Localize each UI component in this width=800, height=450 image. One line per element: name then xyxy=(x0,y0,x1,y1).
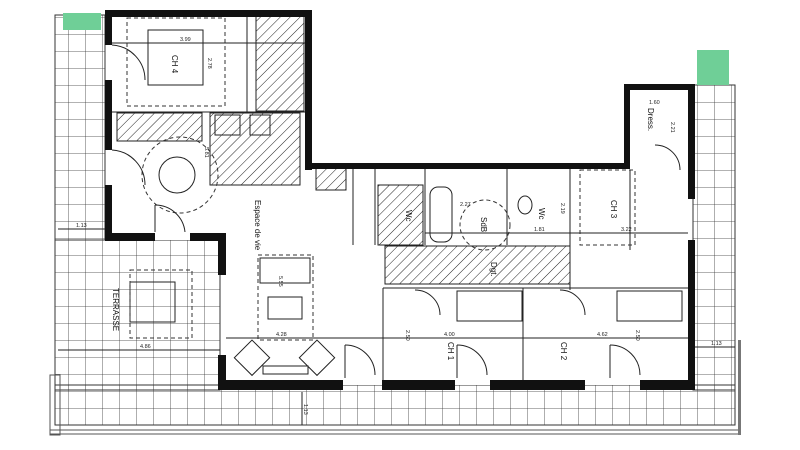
furniture xyxy=(126,17,683,377)
dim-terrace-right: 1.13 xyxy=(711,341,722,347)
dim-ch4-width: 3.99 xyxy=(180,37,191,43)
hatched-areas xyxy=(116,15,571,285)
label-espace-de-vie: Espace de vie xyxy=(253,200,262,251)
doors xyxy=(111,44,681,378)
dim-wc-depth: 2.19 xyxy=(559,203,565,214)
dim-dress-width: 1.60 xyxy=(649,100,660,106)
dim-ch2-depth: 2.50 xyxy=(634,330,640,341)
label-ch3: CH 3 xyxy=(609,200,618,219)
label-dress: Dress. xyxy=(646,108,655,131)
dim-terrace-left: 1.13 xyxy=(76,223,87,229)
dim-kitchen: 5.81 xyxy=(203,147,209,158)
dim-ch3-width: 3.22 xyxy=(621,227,632,233)
dim-ch4-depth: 2.78 xyxy=(206,58,212,69)
label-ch4: CH 4 xyxy=(170,55,179,74)
planter-top-left xyxy=(63,13,101,30)
label-ch1: CH 1 xyxy=(446,342,455,361)
label-wc-1: Wc xyxy=(404,210,413,222)
walls xyxy=(105,10,695,390)
label-ch2: CH 2 xyxy=(559,342,568,361)
partitions xyxy=(112,17,688,380)
dim-living-width: 4.28 xyxy=(276,332,287,338)
dim-ch1-depth: 2.50 xyxy=(404,330,410,341)
label-terrasse: TERRASSE xyxy=(111,288,120,331)
dim-sdb: 2.27 xyxy=(460,202,471,208)
label-wc-2: Wc xyxy=(537,208,546,220)
dim-ch2-width: 4.62 xyxy=(597,332,608,338)
room-labels: CH 4 Espace de vie TERRASSE Dgt. SdB Wc … xyxy=(111,55,655,361)
dim-dress-depth: 2.21 xyxy=(669,122,675,133)
dim-living-depth: 5.55 xyxy=(277,276,283,287)
label-dgt: Dgt. xyxy=(489,262,498,277)
dim-terrace-width: 4.86 xyxy=(140,344,151,350)
dim-ch1-width: 4.00 xyxy=(444,332,455,338)
dimensions: 3.99 2.78 5.81 1.13 4.86 5.55 4.28 2.27 … xyxy=(58,37,735,425)
planter-right xyxy=(697,50,729,85)
dim-wc-width: 1.81 xyxy=(534,227,545,233)
label-sdb: SdB xyxy=(479,217,488,232)
dim-terrace-bottom: 1.13 xyxy=(302,404,308,415)
